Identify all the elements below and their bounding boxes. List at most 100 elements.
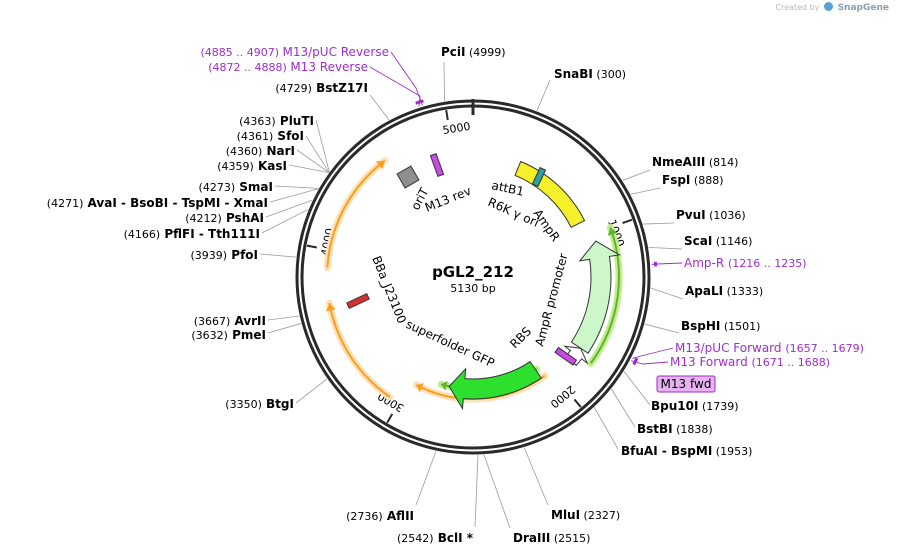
enzyme-position-snabi: (300) bbox=[593, 68, 626, 81]
feature-bba-j23100[interactable] bbox=[346, 292, 370, 310]
orf-left-line bbox=[326, 159, 386, 268]
enzyme-bstz17i[interactable]: (4729) BstZ17I bbox=[275, 81, 368, 95]
enzyme-avrii[interactable]: (3667) AvrII bbox=[194, 314, 266, 328]
feature-orit[interactable] bbox=[396, 165, 420, 189]
primer-leader-m13-reverse bbox=[369, 66, 421, 107]
primer-label-m13puc-forward: M13/pUC Forward (1657 .. 1679) bbox=[675, 341, 864, 355]
enzyme-labels: PciI (4999) SnaBI (300) NmeAIII (814) FspI … bbox=[47, 45, 763, 545]
enzyme-position-pflfi: (4166) bbox=[124, 228, 161, 241]
leader-bstbi bbox=[611, 388, 636, 428]
feature-label-superfolder-gfp: superfolder GFP bbox=[404, 317, 497, 370]
feature-label-bba-j23100: BBa_J23100 bbox=[369, 254, 409, 326]
enzyme-label-bfuai: BfuAI - BspMI (1953) bbox=[621, 444, 752, 458]
primer-m13puc-reverse[interactable]: (4885 .. 4907) M13/pUC Reverse bbox=[200, 45, 389, 59]
enzyme-snabi[interactable]: SnaBI (300) bbox=[554, 67, 626, 81]
enzyme-label-nmeaiii: NmeAIII (814) bbox=[652, 155, 738, 169]
enzyme-fspi[interactable]: FspI (888) bbox=[662, 173, 723, 187]
enzyme-btgi[interactable]: (3350) BtgI bbox=[225, 397, 294, 411]
enzyme-pvui[interactable]: PvuI (1036) bbox=[676, 208, 746, 222]
enzyme-pcii[interactable]: PciI (4999) bbox=[441, 45, 506, 59]
enzyme-position-pcii: (4999) bbox=[466, 46, 506, 59]
enzyme-bcli[interactable]: (2542) BclI * bbox=[397, 531, 474, 545]
enzyme-label-pshai: (4212) PshAI bbox=[185, 211, 264, 225]
enzyme-pshai[interactable]: (4212) PshAI bbox=[185, 211, 264, 225]
enzyme-kasi[interactable]: (4359) KasI bbox=[217, 159, 287, 173]
enzyme-position-bcli: (2542) bbox=[397, 532, 434, 545]
enzyme-nari[interactable]: (4360) NarI bbox=[226, 144, 295, 158]
feature-ampr[interactable] bbox=[570, 240, 621, 354]
enzyme-bstbi[interactable]: BstBI (1838) bbox=[637, 422, 713, 436]
feature-label-m13-rev: M13 rev bbox=[423, 184, 473, 215]
leader-pshai bbox=[265, 199, 313, 218]
enzyme-bfuai[interactable]: BfuAI - BspMI (1953) bbox=[621, 444, 752, 458]
enzyme-label-snabi: SnaBI (300) bbox=[554, 67, 626, 81]
leader-pmei bbox=[267, 323, 302, 334]
enzyme-label-draiii: DraIII (2515) bbox=[513, 531, 590, 545]
primer-name-m13-reverse: M13 Reverse bbox=[290, 60, 368, 74]
enzyme-label-btgi: (3350) BtgI bbox=[225, 397, 294, 411]
brand-name: SnapGene bbox=[837, 3, 889, 13]
enzyme-label-pfoi: (3939) PfoI bbox=[191, 248, 258, 262]
enzyme-label-mlui: MluI (2327) bbox=[551, 508, 620, 522]
primer-box-m13-fwd[interactable]: M13 fwd bbox=[656, 375, 716, 393]
feature-rbs[interactable] bbox=[554, 346, 578, 366]
enzyme-label-smai: (4273) SmaI bbox=[199, 180, 273, 194]
leader-pluti bbox=[315, 119, 330, 173]
enzyme-mlui[interactable]: MluI (2327) bbox=[551, 508, 620, 522]
enzyme-avai[interactable]: (4271) AvaI - BsoBI - TspMI - XmaI bbox=[47, 196, 268, 210]
enzyme-nmeaiii[interactable]: NmeAIII (814) bbox=[652, 155, 738, 169]
enzyme-aflii[interactable]: (2736) AflII bbox=[346, 509, 414, 523]
enzyme-name-nari-1: NarI bbox=[262, 144, 295, 158]
enzyme-name-pluti-1: PluTI bbox=[276, 114, 314, 128]
leader-bpu10i bbox=[623, 371, 651, 406]
enzyme-pluti[interactable]: (4363) PluTI bbox=[239, 114, 314, 128]
enzyme-pmei[interactable]: (3632) PmeI bbox=[191, 328, 266, 342]
tick-mark-2000 bbox=[573, 398, 582, 408]
enzyme-name-aflii-1: AflII bbox=[383, 509, 414, 523]
leader-snabi bbox=[536, 79, 551, 112]
primer-leader-m13puc-reverse bbox=[390, 51, 423, 106]
enzyme-position-bsphi: (1501) bbox=[720, 320, 760, 333]
enzyme-name-scai-0: ScaI bbox=[684, 234, 712, 248]
feature-attb1[interactable] bbox=[531, 166, 547, 188]
plasmid-name: pGL2_212 bbox=[432, 263, 514, 281]
enzyme-name-bpu10i-0: Bpu10I bbox=[651, 399, 698, 413]
enzyme-name-sfoi-1: SfoI bbox=[273, 129, 304, 143]
enzyme-pfoi[interactable]: (3939) PfoI bbox=[191, 248, 258, 262]
enzyme-label-avrii: (3667) AvrII bbox=[194, 314, 266, 328]
backbone bbox=[295, 99, 651, 455]
enzyme-label-kasi: (4359) KasI bbox=[217, 159, 287, 173]
leader-mlui bbox=[523, 447, 549, 506]
enzyme-smai[interactable]: (4273) SmaI bbox=[199, 180, 273, 194]
enzyme-position-apali: (1333) bbox=[723, 285, 763, 298]
primer-amp-r[interactable]: Amp-R (1216 .. 1235) bbox=[684, 256, 807, 270]
enzyme-position-draiii: (2515) bbox=[550, 532, 590, 545]
enzyme-name-btgi-1: BtgI bbox=[262, 397, 294, 411]
enzyme-name-bcli-1: BclI * bbox=[434, 531, 474, 545]
enzyme-label-bsphi: BspHI (1501) bbox=[681, 319, 760, 333]
enzyme-bpu10i[interactable]: Bpu10I (1739) bbox=[651, 399, 739, 413]
enzyme-name-bsphi-0: BspHI bbox=[681, 319, 720, 333]
enzyme-pflfi[interactable]: (4166) PflFI - Tth111I bbox=[124, 227, 260, 241]
snapgene-brand: Created by SnapGene bbox=[775, 2, 889, 13]
feature-superfolder-gfp[interactable] bbox=[448, 360, 542, 411]
enzyme-bsphi[interactable]: BspHI (1501) bbox=[681, 319, 760, 333]
enzyme-draiii[interactable]: DraIII (2515) bbox=[513, 531, 590, 545]
feature-ori[interactable] bbox=[514, 160, 586, 229]
enzyme-apali[interactable]: ApaLI (1333) bbox=[685, 284, 763, 298]
enzyme-position-kasi: (4359) bbox=[217, 160, 254, 173]
primer-m13-forward[interactable]: M13 Forward (1671 .. 1688) bbox=[670, 355, 830, 369]
primer-m13-reverse[interactable]: (4872 .. 4888) M13 Reverse bbox=[208, 60, 368, 74]
feature-label-attb1: attB1 bbox=[490, 178, 525, 198]
primer-mark-m13-reverse bbox=[415, 100, 421, 105]
enzyme-name-pvui-0: PvuI bbox=[676, 208, 706, 222]
primer-m13puc-forward[interactable]: M13/pUC Forward (1657 .. 1679) bbox=[675, 341, 864, 355]
enzyme-scai[interactable]: ScaI (1146) bbox=[684, 234, 752, 248]
enzyme-sfoi[interactable]: (4361) SfoI bbox=[237, 129, 304, 143]
brand-prefix: Created by bbox=[775, 3, 820, 12]
feature-m13-rev[interactable] bbox=[429, 152, 445, 178]
primer-box-m13-fwd-bg bbox=[656, 375, 716, 393]
primer-range-m13puc-forward: (1657 .. 1679) bbox=[785, 342, 864, 355]
primer-label-m13-reverse: (4872 .. 4888) M13 Reverse bbox=[208, 60, 368, 74]
enzyme-position-sfoi: (4361) bbox=[237, 130, 274, 143]
